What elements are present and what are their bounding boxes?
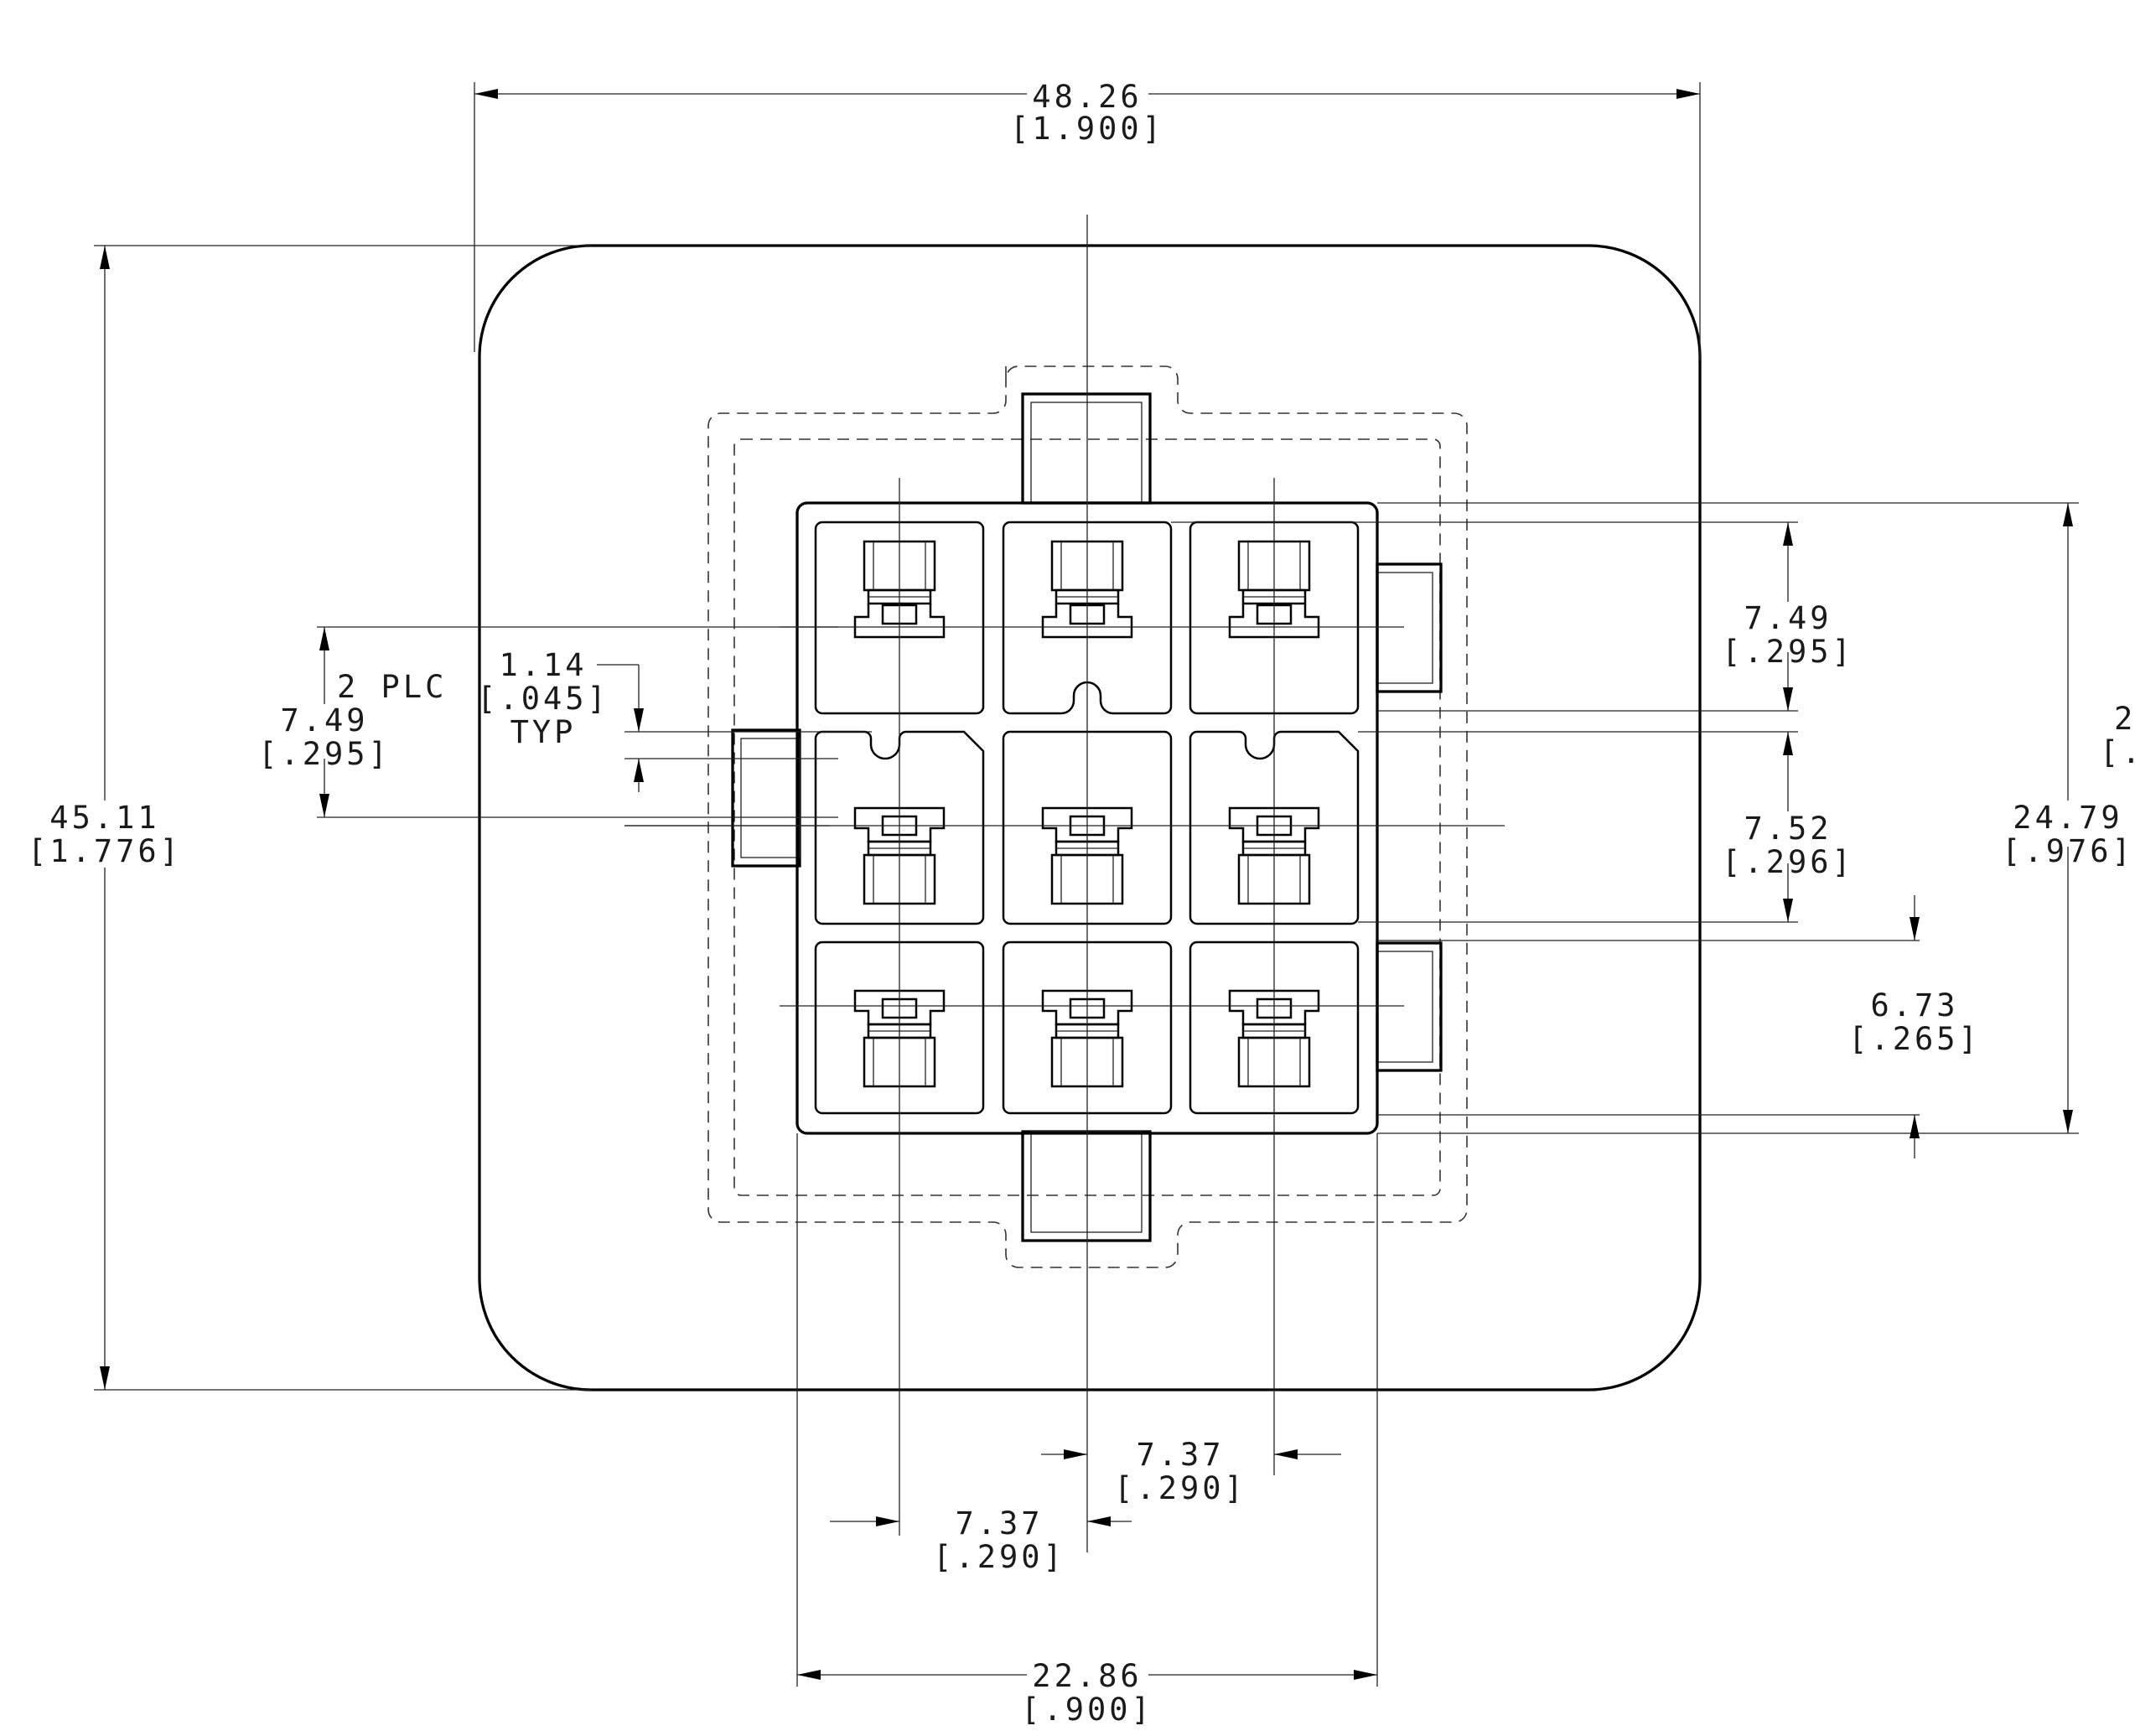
overall-height-in: [1.776]	[28, 833, 182, 869]
bottom-row-offset-mm: 6.73	[1870, 987, 1958, 1023]
overall-width-mm: 48.26	[1032, 79, 1142, 115]
left-row-pitch-in: [.295]	[258, 736, 391, 772]
key-slot-mm: 1.14	[499, 647, 587, 683]
connector-height-mm: 24.79	[2013, 800, 2122, 836]
row-pitch-mid-mm: 7.52	[1744, 811, 1832, 847]
clipped-dimension-in: [.	[2100, 734, 2135, 770]
outer-panel	[478, 244, 1702, 1391]
centerlines	[624, 215, 1505, 1536]
key-slot-in: [.045]	[477, 681, 609, 717]
left-row-pitch-mm: 7.49	[280, 702, 368, 738]
connector-width-mm: 22.86	[1032, 1658, 1142, 1694]
col-pitch-left-in: [.290]	[933, 1539, 1065, 1575]
dimension-texts: 48.26 [1.900] 45.11 [1.776] 22.86 [.900]…	[28, 79, 2135, 1728]
col-pitch-left-mm: 7.37	[955, 1505, 1043, 1542]
row-pitch-top-in: [.295]	[1722, 634, 1854, 670]
col-pitch-right-mm: 7.37	[1136, 1437, 1224, 1473]
left-row-pitch-note: 2 PLC	[337, 669, 447, 705]
dimension-lines	[100, 89, 2073, 1680]
overall-height-mm: 45.11	[49, 800, 159, 836]
mounting-outline-outer	[707, 365, 1468, 1268]
clipped-dimension-mm: 2	[2114, 701, 2135, 737]
row-pitch-top-mm: 7.49	[1744, 600, 1832, 636]
connector-width-in: [.900]	[1021, 1692, 1153, 1728]
col-pitch-right-in: [.290]	[1114, 1470, 1246, 1506]
overall-width-in: [1.900]	[1010, 111, 1164, 147]
bottom-row-offset-in: [.265]	[1848, 1021, 1981, 1057]
key-slot-note: TYP	[510, 714, 577, 750]
extension-lines	[94, 82, 2079, 1687]
connector-height-in: [.976]	[2002, 833, 2134, 869]
row-pitch-mid-in: [.296]	[1722, 844, 1854, 880]
